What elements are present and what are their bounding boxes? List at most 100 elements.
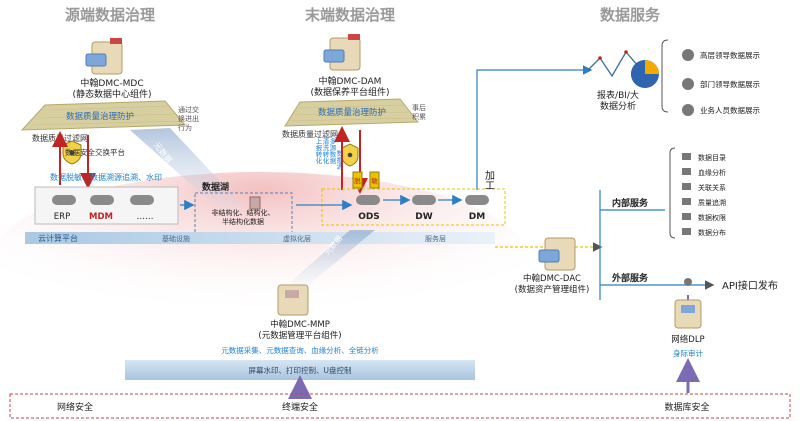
warehouse-node-dw: DW — [415, 212, 432, 222]
internal-bracket — [669, 147, 676, 239]
cloud-platform-bar — [25, 232, 495, 244]
svg-text:报表/BI/大数据分析: 报表/BI/大数据分析 — [597, 89, 639, 112]
permission-icon — [682, 213, 691, 220]
dac-server-icon — [538, 237, 576, 271]
mmp-features: 元数据采集、元数据查询、血缘分析、全链分析 — [221, 345, 379, 355]
internal-item-6: 数据分布 — [698, 228, 726, 237]
source-caption: 数据脱敏、数据溯源追溯、水印 — [50, 172, 162, 182]
lake-server-icon — [249, 196, 261, 210]
display-item-2: 部门领导数据展示 — [700, 79, 760, 89]
security-endpoint: 终端安全 — [282, 401, 318, 413]
internal-item-4: 质量追溯 — [698, 198, 726, 207]
display-bracket — [661, 39, 669, 113]
display-executive-icon — [682, 49, 694, 61]
display-department-icon — [682, 78, 694, 90]
dam-filter-label: 数据质量过滤网 — [282, 129, 338, 139]
warehouse-node-ods: ODS — [358, 212, 380, 222]
lake-desc-2: 半结构化数据 — [222, 217, 264, 226]
dam-badge-1-text: 脱 — [354, 176, 361, 185]
display-item-1: 高层领导数据展示 — [700, 50, 760, 60]
dam-vertical-note-4: 数据源 — [335, 149, 343, 171]
external-title: 外部服务 — [611, 272, 649, 284]
dlp-subtitle: 身际审计 — [673, 348, 703, 358]
distribution-icon — [682, 228, 691, 235]
security-box — [9, 393, 791, 419]
internal-title: 内部服务 — [612, 197, 649, 209]
catalog-icon — [682, 153, 691, 160]
mdc-side-note-1: 通过交 — [178, 105, 199, 114]
mdc-platform-label: 数据质量治理防护 — [66, 111, 134, 122]
dam-vertical-note-3: 上报转化 — [314, 137, 322, 166]
security-database: 数据库安全 — [664, 401, 709, 413]
cloud-layer-2: 虚拟化层 — [283, 234, 311, 243]
cloud-layer-3: 服务层 — [425, 234, 446, 243]
dam-side-note-2: 积累 — [412, 112, 426, 121]
erp-db-icon — [52, 195, 76, 205]
mdc-side-note-2: 换进出 — [178, 114, 199, 123]
api-icon — [684, 278, 692, 286]
source-item-mdm: MDM — [89, 212, 113, 222]
warehouse-box — [321, 188, 506, 226]
mdc-server-icon — [85, 38, 123, 75]
dm-to-report-line — [476, 65, 593, 190]
endpoint-bar-label: 屏幕水印、打印控制、U盘控制 — [249, 365, 352, 375]
ods-db-icon — [356, 195, 380, 205]
security-network: 网络安全 — [57, 401, 93, 413]
other-db-icon — [130, 195, 154, 205]
lake-desc-1: 非结构化、结构化、 — [212, 208, 275, 217]
dam-side-note-1: 事后 — [412, 103, 426, 112]
mdc-platform — [20, 100, 187, 131]
dm-db-icon — [465, 195, 489, 205]
dam-vertical-note-1: 多源数据 — [328, 137, 336, 166]
lineage-icon — [682, 168, 691, 175]
report-chart-icon — [587, 50, 659, 88]
svg-text:事后积累: 事后积累 — [412, 103, 426, 121]
mdc-title: 中翰DMC-MDC — [80, 77, 143, 89]
source-item-erp: ERP — [54, 212, 70, 222]
svg-text:非结构化、结构化、半结构化数据: 非结构化、结构化、半结构化数据 — [212, 208, 275, 226]
mdc-sec-label: 数据安全交换平台 — [65, 147, 125, 157]
mdc-subtitle: (静态数据中心组件) — [72, 88, 151, 100]
relation-icon — [682, 183, 691, 190]
display-staff-icon — [682, 104, 694, 116]
warehouse-node-dm: DM — [469, 212, 485, 222]
process-label: 加工 — [483, 170, 495, 190]
header-source: 源端数据治理 — [65, 6, 155, 24]
cloud-title: 云计算平台 — [38, 233, 78, 243]
cloud-layer-1: 基础设施 — [162, 234, 190, 243]
dam-badge-2-text: 敏 — [371, 176, 378, 185]
display-item-3: 业务人员数据展示 — [700, 105, 760, 115]
internal-item-1: 数据目录 — [698, 153, 726, 162]
quality-icon — [682, 198, 691, 205]
dw-db-icon — [412, 195, 436, 205]
dam-subtitle: (数据保养平台组件) — [310, 86, 389, 98]
report-label-1: 报表/BI/大 — [597, 89, 639, 101]
internal-item-3: 关联关系 — [698, 183, 726, 192]
mdm-db-icon — [90, 195, 114, 205]
mmp-title: 中翰DMC-MMP — [270, 319, 330, 330]
source-systems-box — [34, 186, 179, 225]
mdc-platform-grid — [31, 105, 182, 126]
internal-item-5: 数据权限 — [698, 213, 726, 222]
dlp-server-icon — [674, 299, 702, 329]
dac-title: 中翰DMC-DAC — [523, 273, 581, 284]
svg-text:通过交换进出行为: 通过交换进出行为 — [178, 105, 199, 132]
lake-title: 数据湖 — [202, 181, 229, 193]
mmp-server-icon — [277, 284, 309, 316]
mmp-subtitle: (元数据管理平台组件) — [258, 330, 341, 341]
dam-badge-1 — [352, 171, 363, 189]
dam-vertical-note-2: 清洗转化 — [321, 137, 329, 166]
header-terminal: 末端数据治理 — [305, 6, 395, 24]
dam-shield-icon — [341, 143, 359, 167]
endpoint-bar — [125, 360, 475, 380]
dam-platform-grid — [288, 104, 416, 122]
dlp-title: 网络DLP — [671, 334, 704, 345]
dac-subtitle: (数据资产管理组件) — [515, 284, 590, 295]
dam-server-icon — [323, 34, 361, 71]
header-services: 数据服务 — [600, 6, 661, 24]
mdc-side-note-3: 行为 — [178, 123, 192, 132]
external-api: API接口发布 — [722, 279, 778, 292]
internal-item-2: 血缘分析 — [698, 168, 726, 177]
dam-title: 中翰DMC-DAM — [319, 75, 382, 87]
